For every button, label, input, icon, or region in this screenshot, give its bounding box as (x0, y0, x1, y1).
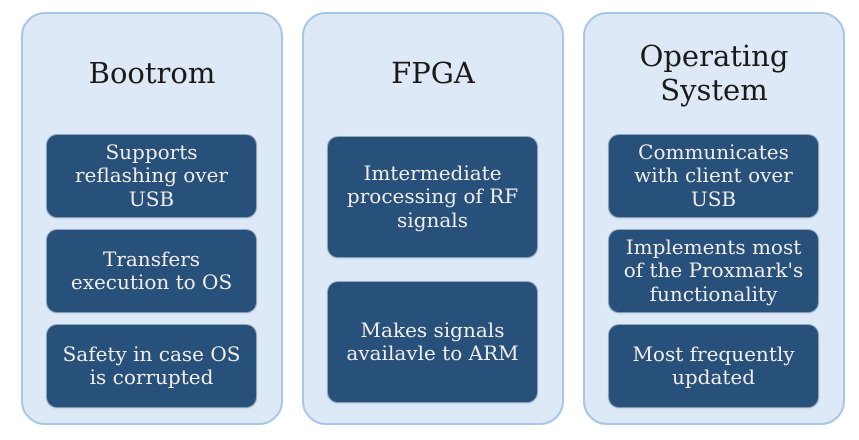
item-card: Implements most of the Proxmark's functi… (609, 230, 818, 312)
panel-operating-system-items: Communicates with client over USB Implem… (609, 135, 818, 407)
item-card: Makes signals availavle to ARM (328, 282, 537, 402)
item-text: Transfers execution to OS (70, 246, 233, 294)
panel-operating-system: Operating System Communicates with clien… (583, 12, 845, 425)
item-card: Transfers execution to OS (47, 230, 256, 312)
item-card: Imtermediate processing of RF signals (328, 137, 537, 257)
panel-fpga-items: Imtermediate processing of RF signals Ma… (328, 137, 537, 402)
panel-title-bootrom: Bootrom (88, 56, 216, 90)
item-card: Communicates with client over USB (609, 135, 818, 217)
item-text: Implements most of the Proxmark's functi… (623, 234, 804, 306)
item-text: Imtermediate processing of RF signals (346, 160, 519, 232)
item-card: Supports reflashing over USB (47, 135, 256, 217)
item-text: Safety in case OS is corrupted (62, 341, 241, 389)
item-card: Safety in case OS is corrupted (47, 325, 256, 407)
item-text: Makes signals availavle to ARM (346, 317, 519, 365)
panel-title-operating-system: Operating System (639, 39, 789, 107)
panel-bootrom: Bootrom Supports reflashing over USB Tra… (21, 12, 283, 425)
panel-bootrom-items: Supports reflashing over USB Transfers e… (47, 135, 256, 407)
panel-title-fpga: FPGA (391, 56, 475, 90)
item-text: Communicates with client over USB (634, 139, 793, 211)
item-text: Most frequently updated (632, 341, 795, 389)
item-text: Supports reflashing over USB (75, 139, 228, 211)
panel-fpga: FPGA Imtermediate processing of RF signa… (302, 12, 564, 425)
item-card: Most frequently updated (609, 325, 818, 407)
